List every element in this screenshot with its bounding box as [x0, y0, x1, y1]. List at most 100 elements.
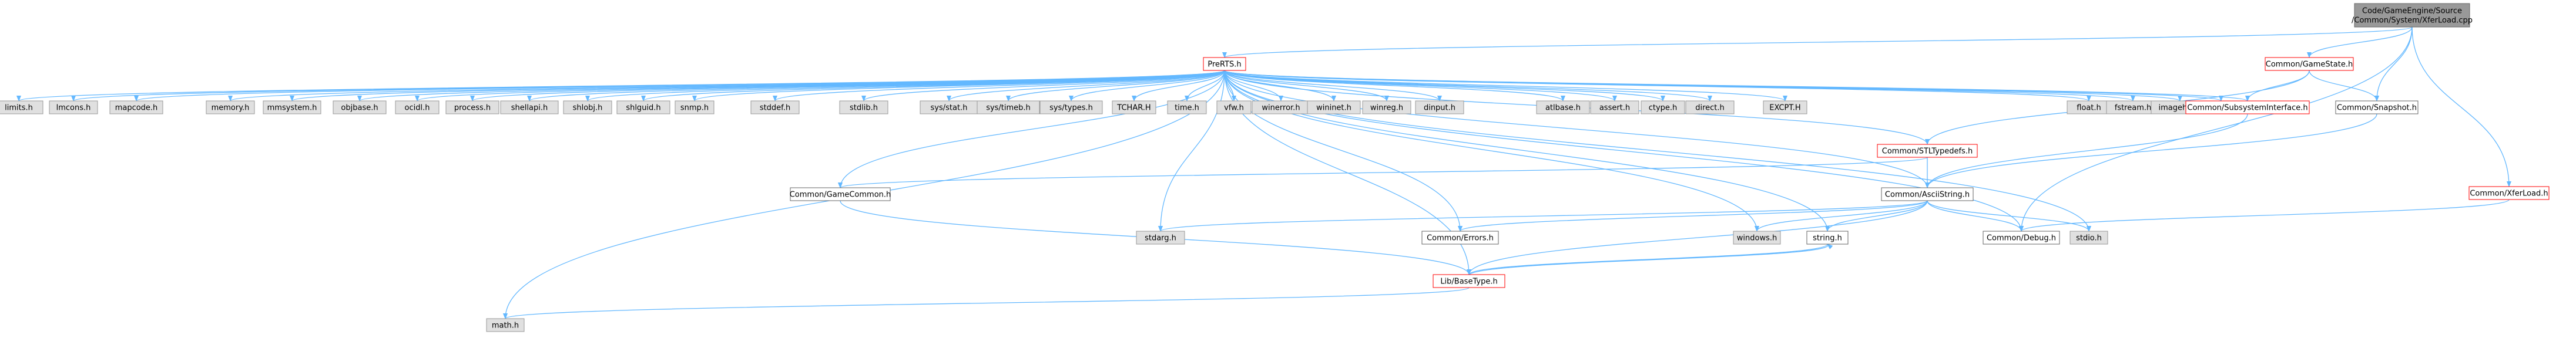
edge-prerts-to-systimeb	[1006, 70, 1225, 102]
edge-root-to-debug	[2019, 26, 2413, 232]
node-box-gamecommon	[790, 187, 891, 201]
node-limits: limits.h	[0, 100, 43, 114]
edge-prerts-to-snmp	[692, 70, 1225, 102]
node-label-xferload: Common/XferLoad.h	[2470, 190, 2548, 198]
edge-prerts-to-asciistring	[1224, 70, 1930, 188]
node-mapcode: mapcode.h	[109, 100, 163, 114]
node-stltypedefs[interactable]: Common/STLTypedefs.h	[1877, 144, 1978, 158]
edge-asciistring-to-string	[1825, 200, 1928, 232]
node-mmsystem: mmsystem.h	[263, 100, 321, 114]
edge-prerts-to-gamecommon	[838, 70, 1225, 188]
node-box-stltypedefs	[1877, 144, 1978, 158]
node-box-vfw	[1216, 100, 1252, 114]
node-label-math: math.h	[492, 322, 519, 330]
node-box-basetype	[1433, 274, 1505, 288]
node-label-winerror: winerror.h	[1262, 104, 1300, 113]
edge-prerts-to-string	[1224, 70, 1830, 232]
node-label-atlbase: atlbase.h	[1545, 104, 1581, 113]
node-label-prerts: PreRTS.h	[1208, 60, 1241, 69]
edge-prerts-to-excpt	[1224, 70, 1787, 102]
node-box-systypes	[1039, 100, 1103, 114]
edge-prerts-to-atlbase	[1224, 70, 1565, 102]
node-box-dinput	[1415, 100, 1464, 114]
node-windows: windows.h	[1733, 231, 1781, 245]
node-box-errors	[1421, 231, 1499, 245]
node-label-ocidl: ocidl.h	[405, 104, 430, 113]
node-label-debug: Common/Debug.h	[1987, 234, 2056, 243]
node-label-errors: Common/Errors.h	[1427, 234, 1494, 243]
node-snapshot[interactable]: Common/Snapshot.h	[2335, 100, 2419, 114]
node-label-process: process.h	[454, 104, 491, 113]
node-label-systypes: sys/types.h	[1049, 104, 1093, 113]
node-ctype: ctype.h	[1641, 100, 1685, 114]
node-shellapi: shellapi.h	[500, 100, 559, 114]
node-box-stddef	[750, 100, 800, 114]
node-label-shellapi: shellapi.h	[511, 104, 548, 113]
node-lmcons: lmcons.h	[49, 100, 98, 114]
edge-prerts-to-systypes	[1069, 70, 1225, 102]
edge-prerts-to-ctype	[1224, 70, 1665, 102]
node-xferload[interactable]: Common/XferLoad.h	[2468, 186, 2550, 200]
node-box-debug	[1983, 231, 2060, 245]
node-objbase: objbase.h	[333, 100, 387, 114]
node-gamestate[interactable]: Common/GameState.h	[2265, 57, 2354, 71]
edge-xferload-to-debug	[2019, 199, 2510, 232]
edge-string-to-basetype	[1467, 244, 1828, 275]
edge-prerts-to-tchar	[1132, 70, 1225, 102]
node-box-mapcode	[109, 100, 163, 114]
node-label-fstream: fstream.h	[2115, 104, 2152, 113]
node-label-snapshot: Common/Snapshot.h	[2337, 104, 2417, 113]
node-label-winreg: winreg.h	[1370, 104, 1403, 113]
node-box-math	[486, 318, 525, 332]
node-box-winreg	[1362, 100, 1411, 114]
edge-asciistring-to-debug	[1927, 200, 2024, 232]
node-box-direct	[1685, 100, 1735, 114]
node-math: math.h	[486, 318, 525, 332]
node-label-excpt: EXCPT.H	[1769, 104, 1800, 113]
graph-nodes: Code/GameEngine/Source/Common/System/Xfe…	[0, 3, 2550, 332]
node-string[interactable]: string.h	[1806, 231, 1849, 245]
edge-prerts-to-time	[1185, 70, 1225, 102]
node-box-shellapi	[500, 100, 559, 114]
node-label-direct: direct.h	[1695, 104, 1725, 113]
edge-root-to-xferload	[2411, 26, 2511, 187]
edge-asciistring-to-basetype	[1467, 200, 1928, 275]
node-stdlib: stdlib.h	[839, 100, 888, 114]
node-root[interactable]: Code/GameEngine/Source/Common/System/Xfe…	[2352, 3, 2473, 28]
node-systimeb: sys/timeb.h	[977, 100, 1040, 114]
node-snmp: snmp.h	[675, 100, 715, 114]
edge-prerts-to-stdarg	[1158, 70, 1225, 232]
node-label-root: /Common/System/XferLoad.cpp	[2352, 16, 2473, 25]
node-subsysif[interactable]: Common/SubsystemInterface.h	[2185, 100, 2310, 114]
node-asciistring[interactable]: Common/AsciiString.h	[1881, 187, 1974, 201]
node-ocidl: ocidl.h	[395, 100, 440, 114]
node-label-stltypedefs: Common/STLTypedefs.h	[1882, 147, 1973, 156]
edge-prerts-to-subsysif	[1224, 70, 2250, 102]
node-box-windows	[1733, 231, 1781, 245]
node-label-basetype: Lib/BaseType.h	[1440, 278, 1497, 286]
node-label-windows: windows.h	[1737, 234, 1777, 243]
node-errors[interactable]: Common/Errors.h	[1421, 231, 1499, 245]
edge-prerts-to-direct	[1224, 70, 1712, 102]
node-box-snmp	[675, 100, 715, 114]
node-gamecommon[interactable]: Common/GameCommon.h	[790, 187, 891, 201]
node-basetype[interactable]: Lib/BaseType.h	[1433, 274, 1505, 288]
node-label-gamestate: Common/GameState.h	[2266, 60, 2353, 69]
edge-prerts-to-stdlib	[861, 70, 1225, 102]
node-debug[interactable]: Common/Debug.h	[1983, 231, 2060, 245]
node-box-xferload	[2468, 186, 2550, 200]
include-edges	[16, 26, 2511, 319]
node-label-systimeb: sys/timeb.h	[986, 104, 1031, 113]
node-prerts[interactable]: PreRTS.h	[1203, 57, 1246, 71]
node-box-stdarg	[1136, 231, 1185, 245]
node-box-tchar	[1112, 100, 1156, 114]
node-label-stdarg: stdarg.h	[1145, 234, 1176, 243]
node-atlbase: atlbase.h	[1536, 100, 1590, 114]
edge-root-to-prerts	[1222, 26, 2413, 58]
node-process: process.h	[445, 100, 499, 114]
node-label-subsysif: Common/SubsystemInterface.h	[2187, 104, 2307, 113]
node-float: float.h	[2067, 100, 2111, 114]
node-box-shlguid	[616, 100, 670, 114]
edge-prerts-to-errors	[1224, 70, 1463, 232]
